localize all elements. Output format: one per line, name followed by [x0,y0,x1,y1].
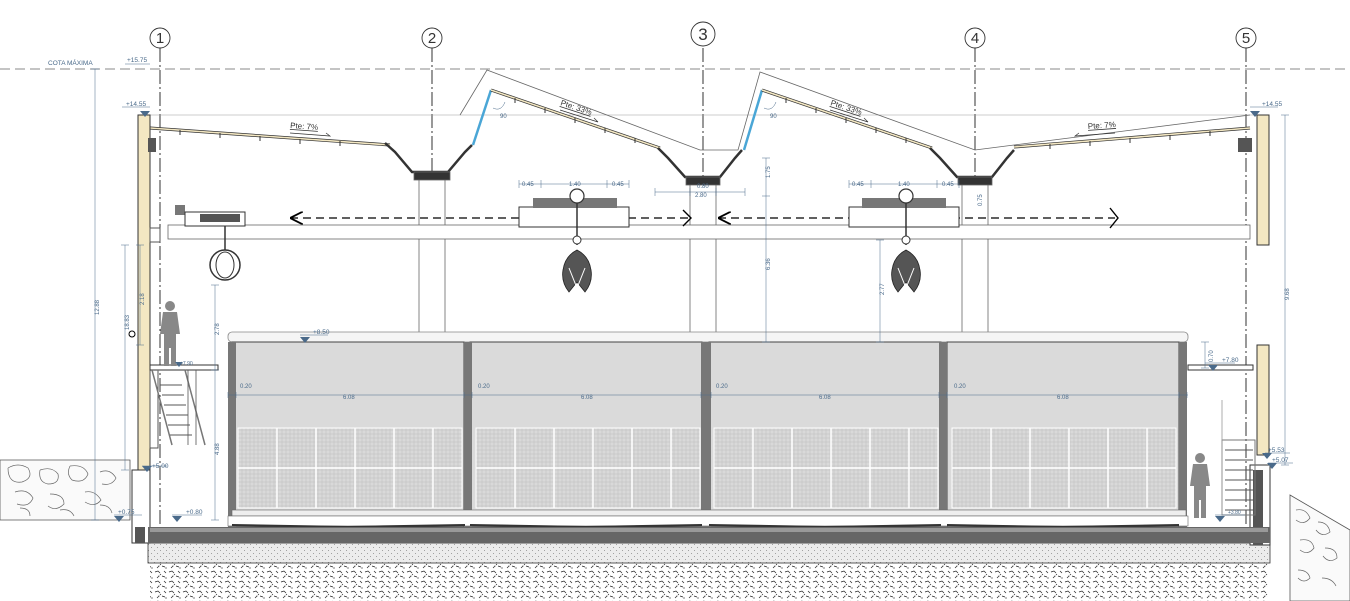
north-light-2-gutter [929,147,1015,179]
bay-width-1: 6.08 [343,395,355,401]
crane-to-gutter: 1.75 [766,166,772,178]
roof-envelope [459,69,1251,151]
right-height-dims [1201,114,1289,466]
north-light-1-gutter [657,147,743,179]
right-height-b: 0.70 [1209,350,1215,362]
left-height-dims [91,68,219,521]
level-right-ground: +5.07 [1272,457,1289,464]
bay-width-4: 6.08 [1057,395,1069,401]
left-height-a: 2.18 [140,293,146,305]
north-light-2-glazing [742,89,764,151]
bay-width-2: 6.08 [581,395,593,401]
storage-bays [148,331,1270,543]
person-figure-left [160,301,180,366]
foundation-gravel [150,563,1268,601]
north-light-1-glazing [471,89,493,146]
level-floor-left: +0.80 [186,509,203,516]
crane-vertical-dims [762,157,884,343]
trolley-2-dim-a: 0.45 [852,182,864,188]
terrain [0,459,1350,601]
level-walkway: +8.50 [313,329,330,336]
grid-label-1: 1 [156,30,164,47]
angle-1: 90 [500,114,507,120]
level-floor-right: +3.80 [1228,510,1241,516]
level-left-ground: +0.75 [118,509,135,516]
bay-gap-1: 0.20 [240,384,252,390]
level-right-platform: +7.80 [1222,357,1239,364]
grid-bubbles: 1 2 3 4 5 [149,21,1257,49]
right-rock-embankment [1289,494,1350,601]
trolley-dimensions [518,180,960,196]
angle-2: 90 [770,114,777,120]
slope-left-roof: Pte: 7% [290,121,319,132]
level-left-door: +5.00 [152,463,169,470]
column-3 [689,182,717,339]
column-gutter-4 [957,176,993,186]
bay-width-3: 6.08 [819,395,831,401]
floor-slab [147,542,1271,564]
slope-labels: Pte: 7% Pte: 33% Pte: 33% Pte: 7% 90 90 [290,98,1117,137]
grab-bucket-1 [562,249,592,293]
trolley-1-dim-a: 0.45 [522,182,534,188]
right-rock-texture [1295,509,1338,587]
bay-gap-4: 0.20 [954,384,966,390]
hook-drop: 2.77 [880,283,886,295]
right-height: 9.68 [1285,288,1291,300]
grid-label-2: 2 [428,30,436,47]
level-lines [114,106,1293,516]
crane-trolley-2 [848,188,960,293]
level-roof-left: +14.55 [126,101,146,108]
crane-trolley-1 [518,188,630,293]
crane-runway [167,207,1251,240]
left-rock-embankment [0,459,131,521]
trolley-2-dim-c: 0.45 [942,182,954,188]
gutter-width-total: 2.80 [695,193,707,199]
left-height-c: 4.88 [215,443,221,455]
crane-to-walkway: 6.36 [766,258,772,270]
trolley-1-dim-c: 0.45 [612,182,624,188]
grid-label-3: 3 [698,25,707,44]
bay-dimensions [227,392,1188,398]
columns [413,171,993,339]
trolley-1-dim-b: 1.40 [569,182,581,188]
column-gutter-3 [685,176,721,186]
bay-gap-3: 0.20 [716,384,728,390]
hoist-drum [209,249,241,281]
person-figure-right [1190,453,1210,518]
left-ladder-platform [149,364,219,446]
column-4 [961,182,989,339]
roof-left-gutter [384,142,473,174]
grid-label-5: 5 [1242,30,1250,47]
max-height-label: COTA MÁXIMA [48,58,93,67]
column-gutter-2 [413,171,451,181]
left-height-b: 2.78 [215,323,221,335]
level-right-door: +5.53 [1268,447,1285,454]
gutter-width: 0.80 [697,184,709,190]
maintenance-hoist [175,205,246,281]
level-left-platform: +7.90 [180,361,193,367]
left-total-height: 12.88 [95,299,101,315]
grid-label-4: 4 [971,30,979,47]
level-roof-right: +14.55 [1262,101,1282,108]
right-ladder-platform [1187,364,1256,516]
left-rock-texture [7,464,117,517]
level-markers [114,111,1277,522]
bay-gap-2: 0.20 [478,384,490,390]
left-wall [131,114,161,544]
left-height-mid: 18.83 [125,314,131,330]
top-gutter-dim: 0.75 [978,194,984,206]
column-2 [418,177,446,339]
grab-bucket-2 [891,249,921,293]
slope-right-roof: Pte: 7% [1088,120,1117,131]
max-height-line: COTA MÁXIMA +15.75 [0,57,1350,70]
max-height-value: +15.75 [127,57,147,64]
trolley-2-dim-b: 1.40 [898,182,910,188]
